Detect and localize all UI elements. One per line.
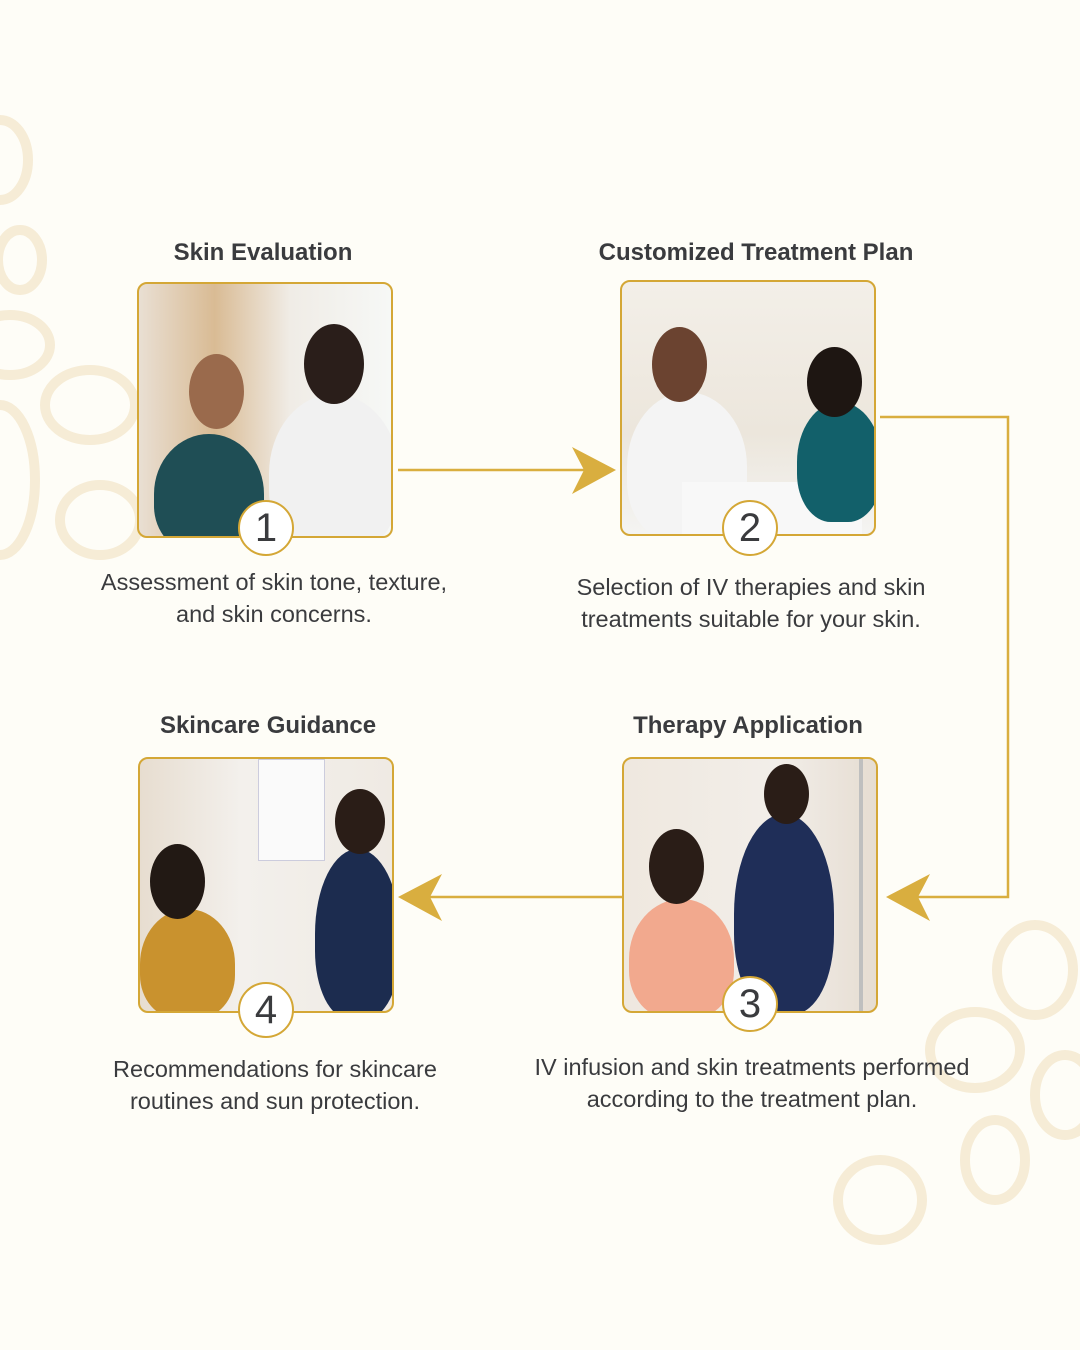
step-4-title: Skincare Guidance [159,712,377,739]
step-1-description: Assessment of skin tone, texture, and sk… [14,566,534,630]
step-2-description-line: treatments suitable for your skin. [581,606,921,632]
step-3-description-line: IV infusion and skin treatments performe… [534,1054,970,1080]
step-2-photo [620,280,876,536]
step-3-photo [622,757,878,1013]
step-1-title: Skin Evaluation [173,239,353,266]
step-2-description-line: Selection of IV therapies and skin [576,574,926,600]
step-3-description-line: according to the treatment plan. [586,1086,918,1112]
step-1-photo [137,282,393,538]
step-3-title: Therapy Application [633,712,863,739]
step-2-description: Selection of IV therapies and skin treat… [491,571,1011,635]
step-1-number-badge: 1 [238,500,294,556]
step-1-description-line: Assessment of skin tone, texture, [100,569,448,595]
step-2-title: Customized Treatment Plan [598,239,914,266]
step-4-number-badge: 4 [238,982,294,1038]
step-2-number-badge: 2 [722,500,778,556]
flow-arrows [398,415,1010,899]
step-4-photo [138,757,394,1013]
step-4-description: Recommendations for skincare routines an… [15,1053,535,1117]
step-1-description-line: and skin concerns. [176,601,372,627]
step-4-description-line: routines and sun protection. [129,1088,421,1114]
step-3-number-badge: 3 [722,976,778,1032]
step-4-description-line: Recommendations for skincare [113,1056,437,1082]
step-3-description: IV infusion and skin treatments performe… [492,1051,1012,1115]
